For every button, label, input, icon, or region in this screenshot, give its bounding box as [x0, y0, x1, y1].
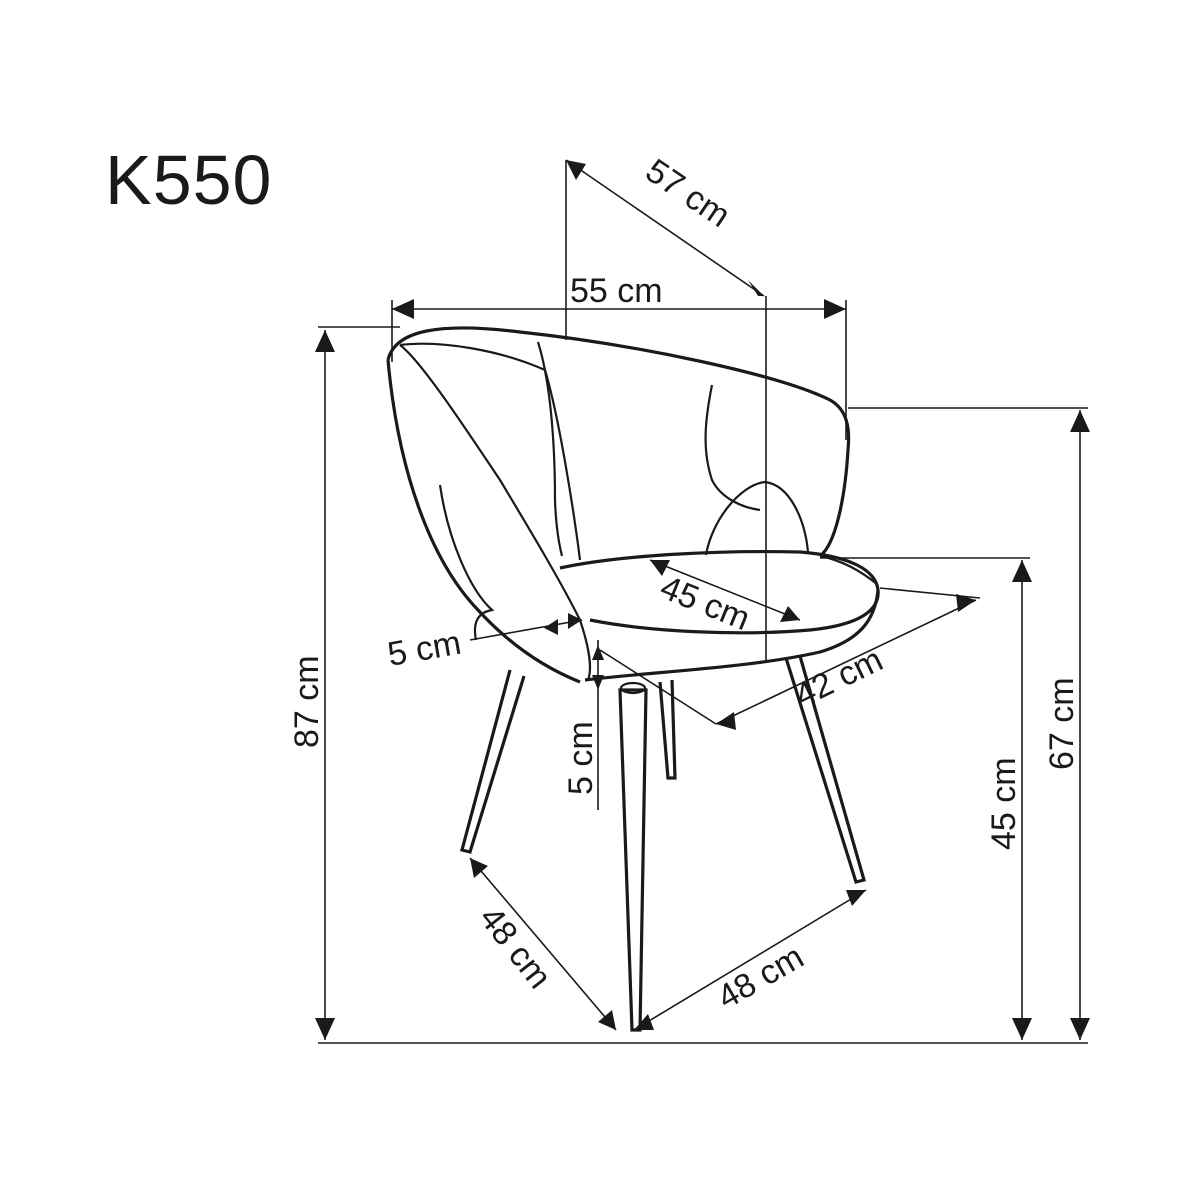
- back-seam-right: [704, 384, 761, 512]
- label-seat-depth: 45 cm: [655, 568, 755, 638]
- ext-line-seat-width: [879, 587, 981, 599]
- arrow-seat-top: [1012, 560, 1032, 582]
- arrow-seat-bottom: [1012, 1018, 1032, 1040]
- dim-line-frame: [469, 619, 583, 641]
- label-armrest-height: 67 cm: [1043, 677, 1081, 770]
- arrow-seat-width-b: [956, 594, 976, 612]
- leg-front-left: [618, 688, 648, 1032]
- arrow-armrest-top: [1070, 410, 1090, 432]
- dimension-labels: 57 cm 55 cm 87 cm 67 cm 45 cm 45 cm 42 c…: [288, 152, 1081, 1017]
- label-seat-thickness: 5 cm: [562, 721, 600, 795]
- label-seat-height: 45 cm: [985, 757, 1023, 850]
- arrow-seat-thick-a: [592, 645, 604, 660]
- shell-left-side: [386, 359, 581, 684]
- arrow-leg-front-a: [634, 1014, 654, 1030]
- dim-line-seat-depth: [649, 559, 801, 621]
- leg-rear-left: [460, 669, 526, 854]
- arrow-seat-depth-b: [780, 606, 800, 622]
- arrow-seat-thick-b: [592, 675, 604, 690]
- arrow-frame-a: [544, 619, 558, 635]
- seat-top: [559, 549, 880, 635]
- backrest-inner-curve: [399, 344, 591, 681]
- dim-line-leg-front: [633, 889, 867, 1031]
- back-opening: [704, 480, 810, 556]
- arrow-total-bottom: [315, 1018, 335, 1040]
- label-frame-thickness: 5 cm: [385, 624, 464, 674]
- arrow-seat-width-a: [716, 712, 736, 730]
- ext-line-seat-width-left: [599, 649, 717, 725]
- label-seat-width: 42 cm: [789, 640, 889, 715]
- dim-line-leg-side: [469, 857, 617, 1031]
- arrow-seat-depth-a: [650, 560, 670, 576]
- arrow-depth-bottom: [748, 280, 764, 296]
- label-leg-front: 48 cm: [711, 938, 810, 1017]
- arrow-depth-top: [566, 160, 586, 180]
- dim-line-depth: [565, 159, 765, 297]
- arrow-width-left: [392, 299, 414, 319]
- back-seam-left: [536, 341, 564, 557]
- leg-front-right: [784, 655, 866, 884]
- label-depth-top: 57 cm: [639, 152, 737, 235]
- arrow-total-top: [315, 330, 335, 352]
- arrow-leg-side-b: [598, 1010, 616, 1030]
- model-title: K550: [105, 141, 273, 219]
- arrow-armrest-bottom: [1070, 1018, 1090, 1040]
- arrow-leg-side-a: [470, 858, 488, 878]
- dimension-lines: [315, 159, 1090, 1044]
- arrow-leg-front-b: [846, 890, 866, 906]
- label-total-height: 87 cm: [288, 655, 326, 748]
- arrow-frame-b: [568, 613, 582, 629]
- shell-back-edge: [438, 484, 495, 641]
- backrest-outer: [386, 326, 851, 558]
- leg-front-left-top: [619, 681, 647, 695]
- dim-line-seat-width: [715, 599, 977, 725]
- label-width-top: 55 cm: [570, 272, 663, 310]
- arrow-width-right: [824, 299, 846, 319]
- leg-rear-right: [658, 679, 677, 780]
